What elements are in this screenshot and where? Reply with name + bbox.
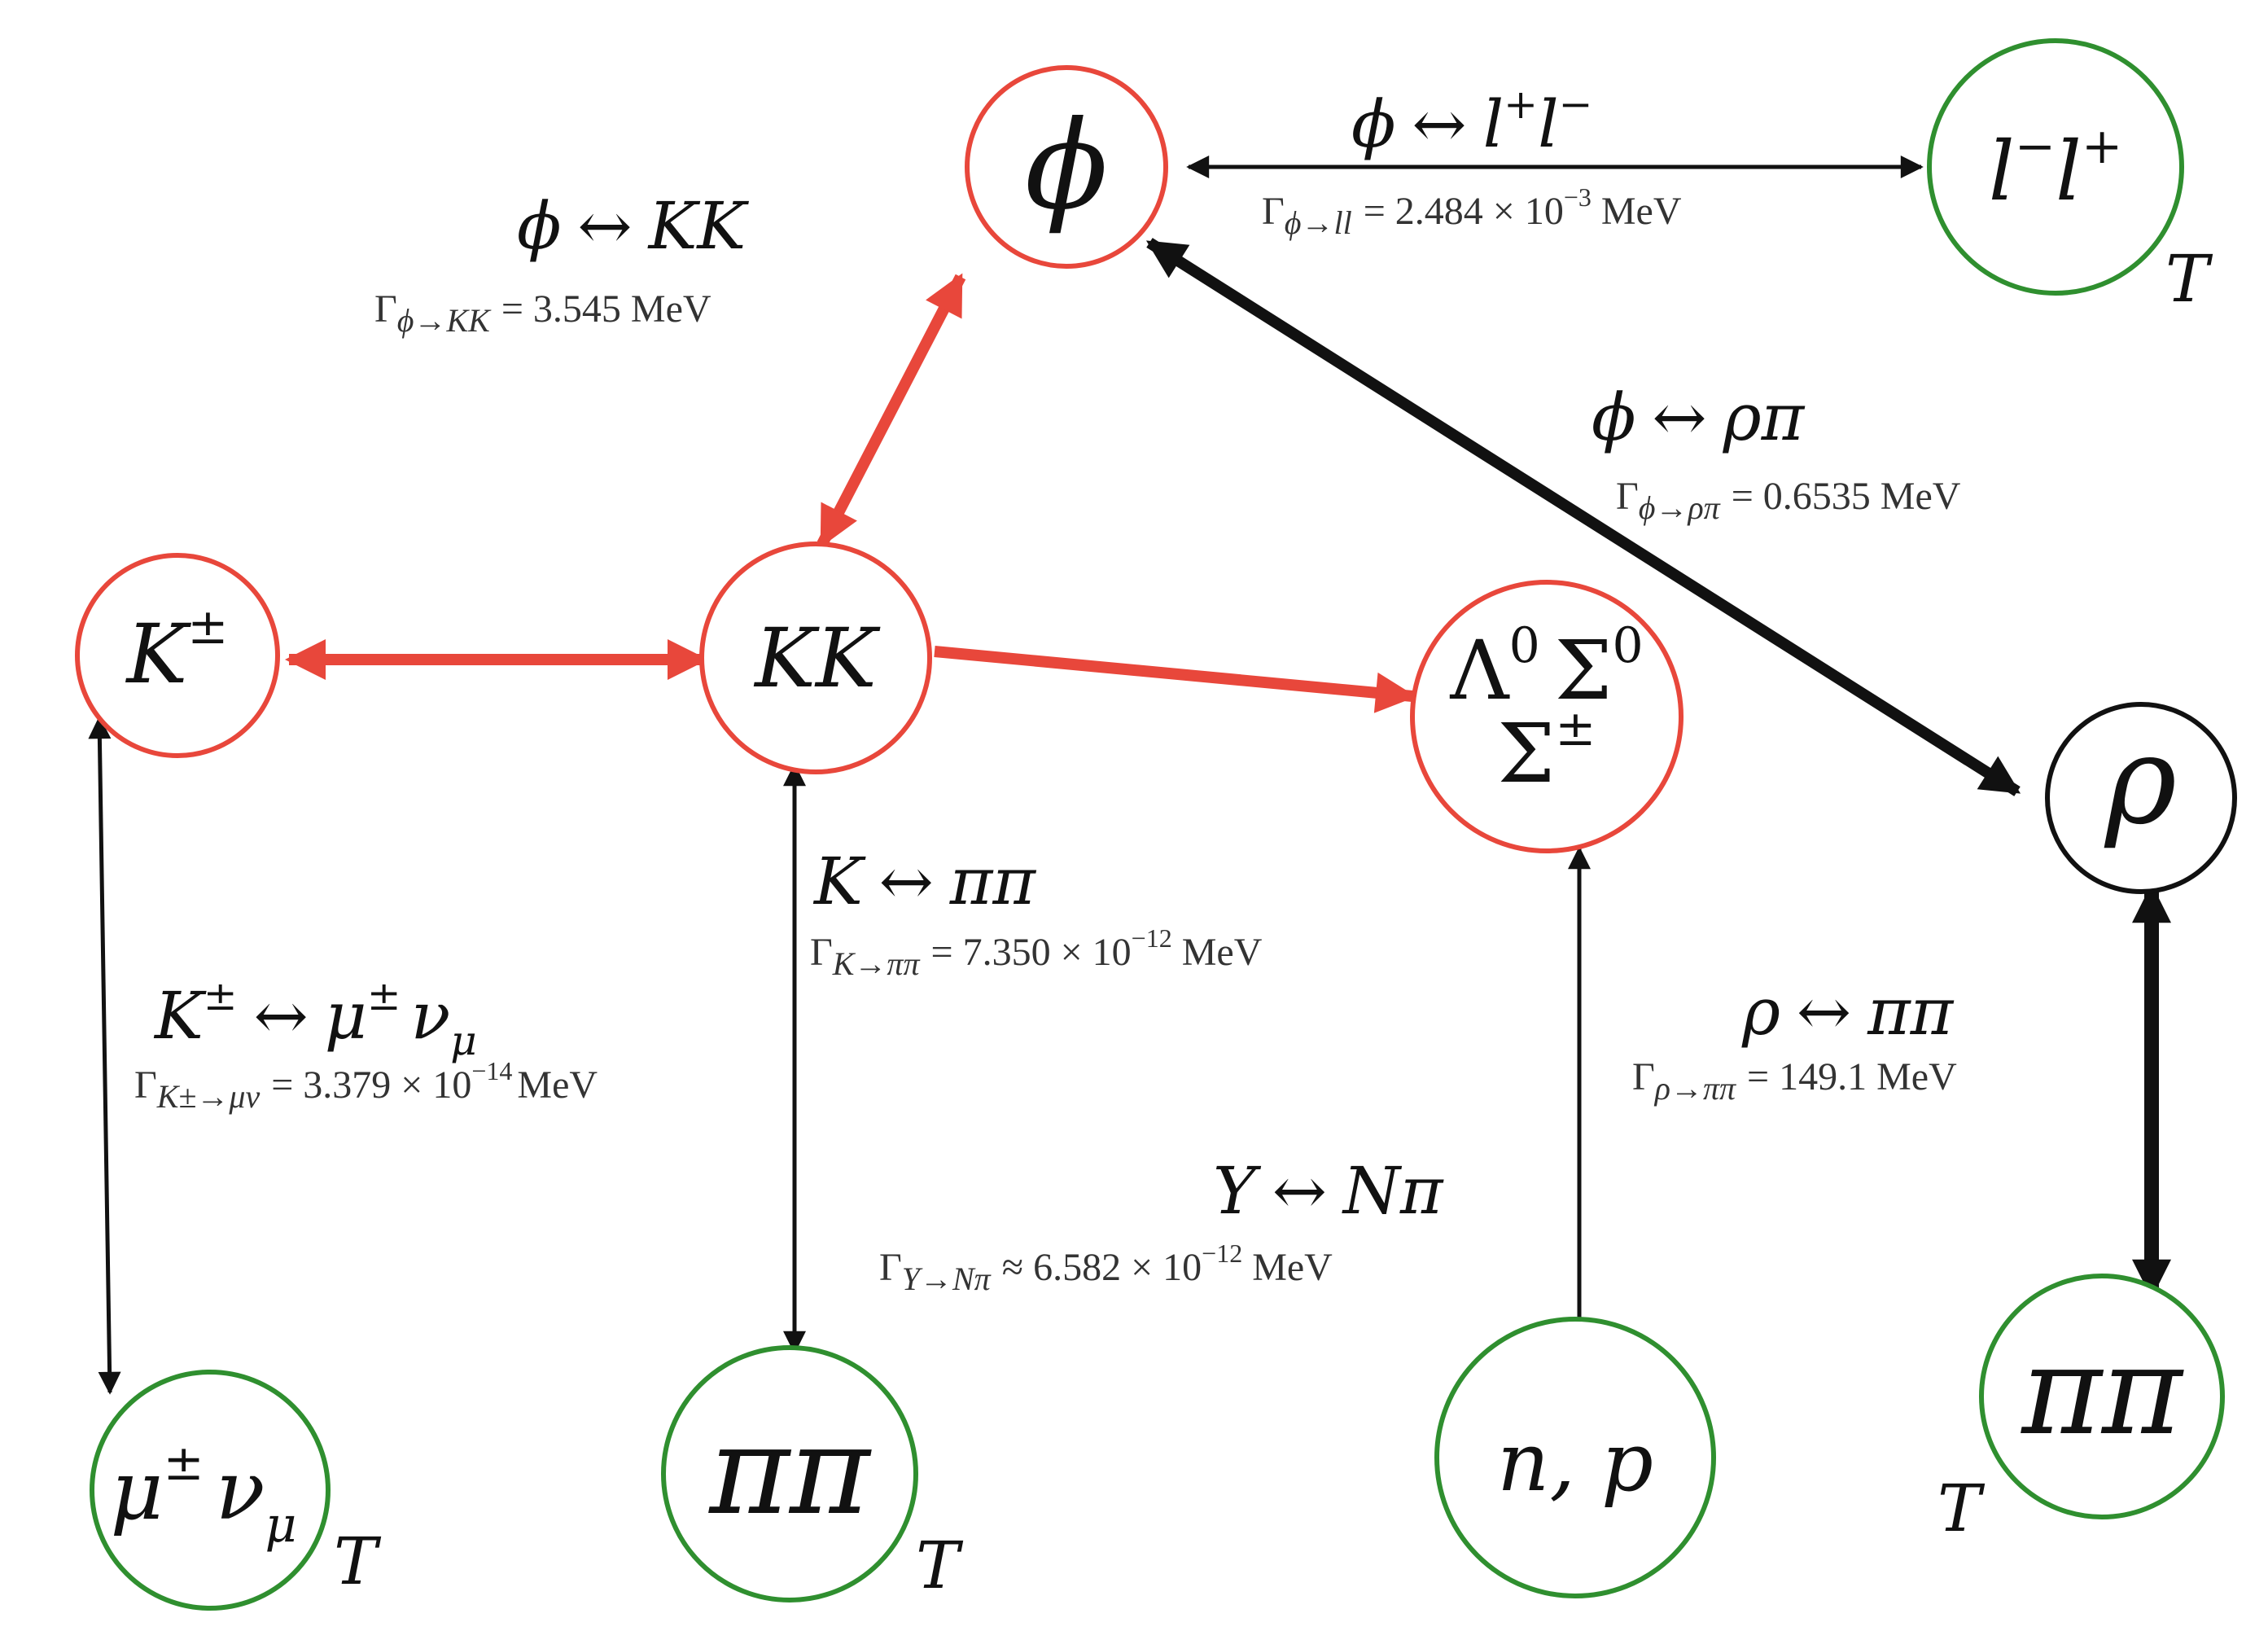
label-rho-to-pipi: ρ↔ππ Γρ→ππ= 149.1 MeV (1632, 974, 1957, 1107)
reaction-k-munu: K±↔μ±νμ (153, 972, 477, 1064)
node-pion-pair-left-label: ππ (707, 1401, 872, 1542)
node-rho-label: ρ (2104, 710, 2177, 852)
node-pion-pair-right: ππ T (1937, 1274, 2225, 1546)
node-phi-label: ϕ (1025, 95, 1108, 237)
node-nucleons: n, p (1434, 1317, 1716, 1598)
node-hyperons-line2: Σ± (1498, 700, 1596, 801)
arrow-phi-kk (817, 273, 966, 548)
node-kk: KK (699, 541, 932, 774)
reaction-y-npi: Y↔Nπ (1213, 1153, 1444, 1229)
arrow-kpm-munu (88, 716, 121, 1395)
width-rho-pipi: Γρ→ππ= 149.1 MeV (1632, 1055, 1957, 1107)
node-pion-pair-right-label: ππ (2020, 1321, 2184, 1462)
reaction-phi-ll: ϕ↔l+l− (1351, 81, 1593, 162)
node-muon-neutrino: μ±νμ T (90, 1370, 382, 1611)
node-lepton-pair: l−l+ T (1927, 38, 2213, 317)
reaction-phi-rhopi: ϕ↔ρπ (1592, 379, 1806, 455)
reaction-phi-kk: ϕ↔KK (517, 188, 749, 264)
label-phi-to-rhopi: ϕ↔ρπ Γϕ→ρπ= 0.6535 MeV (1592, 379, 1961, 526)
width-phi-kk: Γϕ→KK= 3.545 MeV (374, 287, 711, 339)
node-k-charged-label: K± (125, 598, 229, 702)
width-phi-rhopi: Γϕ→ρπ= 0.6535 MeV (1616, 475, 1961, 526)
node-muon-neutrino-label: μ±νμ (110, 1435, 296, 1554)
node-pion-pair-left: ππ T (661, 1345, 964, 1603)
node-pion-pair-right-t: T (1937, 1471, 1986, 1546)
node-nucleons-label: n, p (1497, 1414, 1653, 1510)
arrow-kk-hyperon (934, 646, 1416, 713)
node-muon-neutrino-t: T (334, 1524, 382, 1599)
label-phi-to-kk: ϕ↔KK Γϕ→KK= 3.545 MeV (374, 188, 749, 339)
node-lepton-pair-label: l−l+ (1989, 118, 2123, 219)
reaction-k-pipi: K↔ππ (812, 844, 1036, 919)
arrow-phi-rho (1145, 238, 2021, 796)
node-pion-pair-left-t: T (916, 1528, 964, 1603)
reaction-rho-pipi: ρ↔ππ (1741, 974, 1955, 1050)
node-rho: ρ (2045, 702, 2237, 894)
node-kk-label: KK (753, 611, 881, 706)
node-lepton-pair-t: T (2165, 241, 2213, 317)
node-k-charged: K± (75, 553, 280, 758)
node-phi: ϕ (965, 65, 1168, 269)
